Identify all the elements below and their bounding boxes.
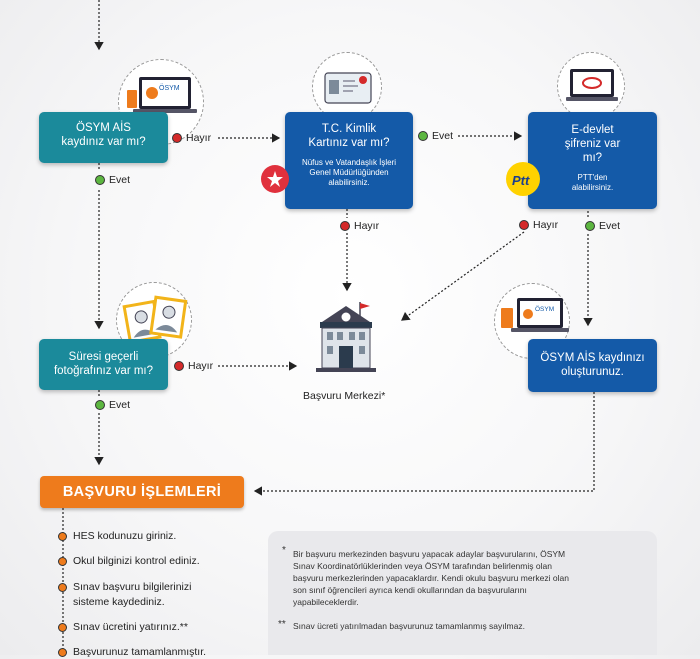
application-center-label: Başvuru Merkezi* xyxy=(303,390,386,402)
step-ucret: Sınav ücretini yatırınız.** xyxy=(73,621,188,633)
edevlet-question: E-devlet şifreniz var mı? xyxy=(564,124,621,164)
yes-dot xyxy=(95,175,105,185)
no-text: Hayır xyxy=(188,360,214,372)
kimlik-no-label: Hayır xyxy=(340,220,379,232)
foto-yes-label: Evet xyxy=(95,399,130,411)
yes-text: Evet xyxy=(109,399,131,411)
steps-line xyxy=(62,508,64,655)
no-text: Hayır xyxy=(354,220,380,232)
step-dot xyxy=(58,623,67,632)
kimlik-question-box: T.C. Kimlik Kartınız var mı? Nüfus ve Va… xyxy=(285,112,413,209)
no-dot xyxy=(519,220,529,230)
process-title: BAŞVURU İŞLEMLERİ xyxy=(40,476,244,508)
footnote-1-line-2: Sınav Koordinatörlüklerinden veya ÖSYM t… xyxy=(293,561,552,571)
osym-ais-yes-label: Evet xyxy=(95,174,130,186)
foto-question-box: Süresi geçerli fotoğrafınız var mı? xyxy=(39,339,168,390)
osym-ais-question-box: ÖSYM AİS kaydınız var mı? xyxy=(39,112,168,163)
footnote-1-mark: * xyxy=(282,545,286,556)
foto-no-label: Hayır xyxy=(174,360,213,372)
edevlet-question-box: E-devlet şifreniz var mı? PTT'den alabil… xyxy=(528,112,657,209)
kimlik-note: Nüfus ve Vatandaşlık İşleri Genel Müdürl… xyxy=(301,158,397,187)
yes-dot xyxy=(95,400,105,410)
yes-text: Evet xyxy=(109,174,131,186)
footnote-1-line-5: yapabileceklerdir. xyxy=(293,597,359,607)
footnote-2-mark: ** xyxy=(278,619,286,630)
application-center-building-icon xyxy=(308,300,384,378)
no-text: Hayır xyxy=(186,132,212,144)
step-dot xyxy=(58,583,67,592)
yes-text: Evet xyxy=(599,220,621,232)
no-dot xyxy=(172,133,182,143)
footnote-2-text: Sınav ücreti yatırılmadan başvurunuz tam… xyxy=(293,621,525,631)
osym-ais-no-label: Hayır xyxy=(172,132,211,144)
yes-dot xyxy=(418,131,428,141)
step-dot xyxy=(58,557,67,566)
kimlik-question: T.C. Kimlik Kartınız var mı? xyxy=(308,123,390,149)
osym-logo-text: ÖSYM xyxy=(159,84,180,92)
step-okul: Okul bilginizi kontrol ediniz. xyxy=(73,555,200,567)
edevlet-note: PTT'den alabilirsiniz. xyxy=(571,173,614,192)
ptt-logo-icon: Ptt xyxy=(505,161,541,197)
yes-dot xyxy=(585,221,595,231)
footnote-1-line-3: başvuru merkezlerinden yapacaklardır. Ke… xyxy=(293,573,569,583)
osym-logo-text-2: ÖSYM xyxy=(535,305,554,313)
step-hes: HES kodunuzu giriniz. xyxy=(73,530,177,542)
edevlet-yes-label: Evet xyxy=(585,220,620,232)
kimlik-yes-label: Evet xyxy=(418,130,453,142)
step-bilgi-2: sisteme kaydediniz. xyxy=(73,596,165,608)
nufus-seal-icon xyxy=(260,164,290,194)
edevlet-laptop-icon xyxy=(557,52,625,120)
step-bilgi-1: Sınav başvuru bilgilerinizi xyxy=(73,581,192,593)
step-dot xyxy=(58,648,67,657)
ptt-logo-text: Ptt xyxy=(512,173,530,188)
step-dot xyxy=(58,532,67,541)
step-tamam: Başvurunuz tamamlanmıştır. xyxy=(73,646,207,658)
create-osym-ais-text: ÖSYM AİS kaydınızı oluşturunuz. xyxy=(540,352,645,378)
create-osym-ais-box: ÖSYM AİS kaydınızı oluşturunuz. xyxy=(528,339,657,392)
no-text: Hayır xyxy=(533,219,559,231)
osym-ais-question: ÖSYM AİS kaydınız var mı? xyxy=(61,122,146,148)
footnotes-panel: * Bir başvuru merkezinden başvuru yapaca… xyxy=(268,531,657,655)
no-dot xyxy=(174,361,184,371)
no-dot xyxy=(340,221,350,231)
footnote-1-line-1: Bir başvuru merkezinden başvuru yapacak … xyxy=(293,549,566,559)
footnote-1-line-4: son sınıf öğrencileri ayrıca kendi okull… xyxy=(293,585,527,595)
edevlet-no-label: Hayır xyxy=(519,219,558,231)
foto-question: Süresi geçerli fotoğrafınız var mı? xyxy=(53,351,154,377)
yes-text: Evet xyxy=(432,130,454,142)
